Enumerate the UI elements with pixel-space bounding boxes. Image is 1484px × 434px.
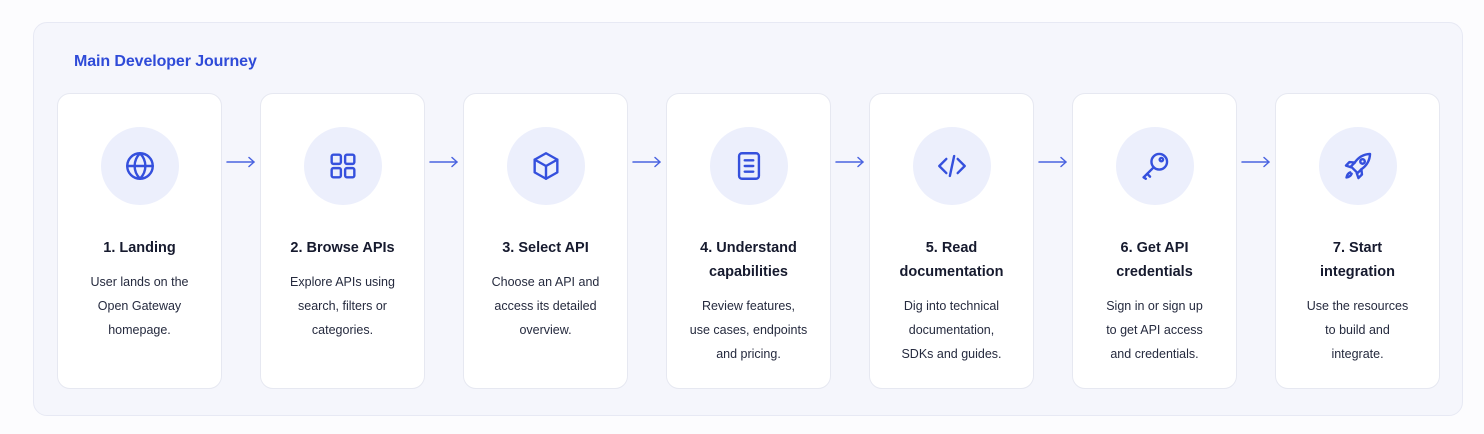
arrow-right-icon <box>1237 93 1275 389</box>
step-card-read-documentation: 5. Read documentation Dig into technical… <box>869 93 1034 389</box>
step-description: User lands on the Open Gateway homepage. <box>90 275 189 337</box>
code-icon <box>912 127 991 205</box>
globe-icon <box>100 127 179 205</box>
journey-steps: 1. Landing User lands on the Open Gatewa… <box>57 93 1440 389</box>
journey-title: Main Developer Journey <box>74 53 257 70</box>
arrow-right-icon <box>425 93 463 389</box>
step-card-select-api: 3. Select API Choose an API and access i… <box>463 93 628 389</box>
step-title: 1. Landing <box>103 240 176 256</box>
step-description: Sign in or sign up to get API access and… <box>1106 299 1203 361</box>
developer-journey-panel: Main Developer Journey 1. Landing User l… <box>33 22 1463 416</box>
step-title: 3. Select API <box>502 240 589 256</box>
rocket-icon <box>1318 127 1397 205</box>
step-description: Explore APIs using search, filters or ca… <box>290 275 395 337</box>
arrow-right-icon <box>831 93 869 389</box>
step-card-landing: 1. Landing User lands on the Open Gatewa… <box>57 93 222 389</box>
step-card-start-integration: 7. Start integration Use the resources t… <box>1275 93 1440 389</box>
arrow-right-icon <box>628 93 666 389</box>
cube-icon <box>506 127 585 205</box>
step-card-get-api-credentials: 6. Get API credentials Sign in or sign u… <box>1072 93 1237 389</box>
grid-icon <box>303 127 382 205</box>
step-card-understand-capabilities: 4. Understand capabilities Review featur… <box>666 93 831 389</box>
key-icon <box>1115 127 1194 205</box>
step-description: Dig into technical documentation, SDKs a… <box>901 299 1002 361</box>
step-description: Choose an API and access its detailed ov… <box>491 275 600 337</box>
step-title: 6. Get API credentials <box>1116 240 1193 280</box>
step-title: 2. Browse APIs <box>290 240 395 256</box>
step-title: 7. Start integration <box>1320 240 1395 280</box>
step-description: Review features, use cases, endpoints an… <box>689 299 808 361</box>
arrow-right-icon <box>222 93 260 389</box>
step-title: 5. Read documentation <box>899 240 1004 280</box>
step-title: 4. Understand capabilities <box>700 240 797 280</box>
step-description: Use the resources to build and integrate… <box>1306 299 1409 361</box>
step-card-browse-apis: 2. Browse APIs Explore APIs using search… <box>260 93 425 389</box>
arrow-right-icon <box>1034 93 1072 389</box>
document-icon <box>709 127 788 205</box>
